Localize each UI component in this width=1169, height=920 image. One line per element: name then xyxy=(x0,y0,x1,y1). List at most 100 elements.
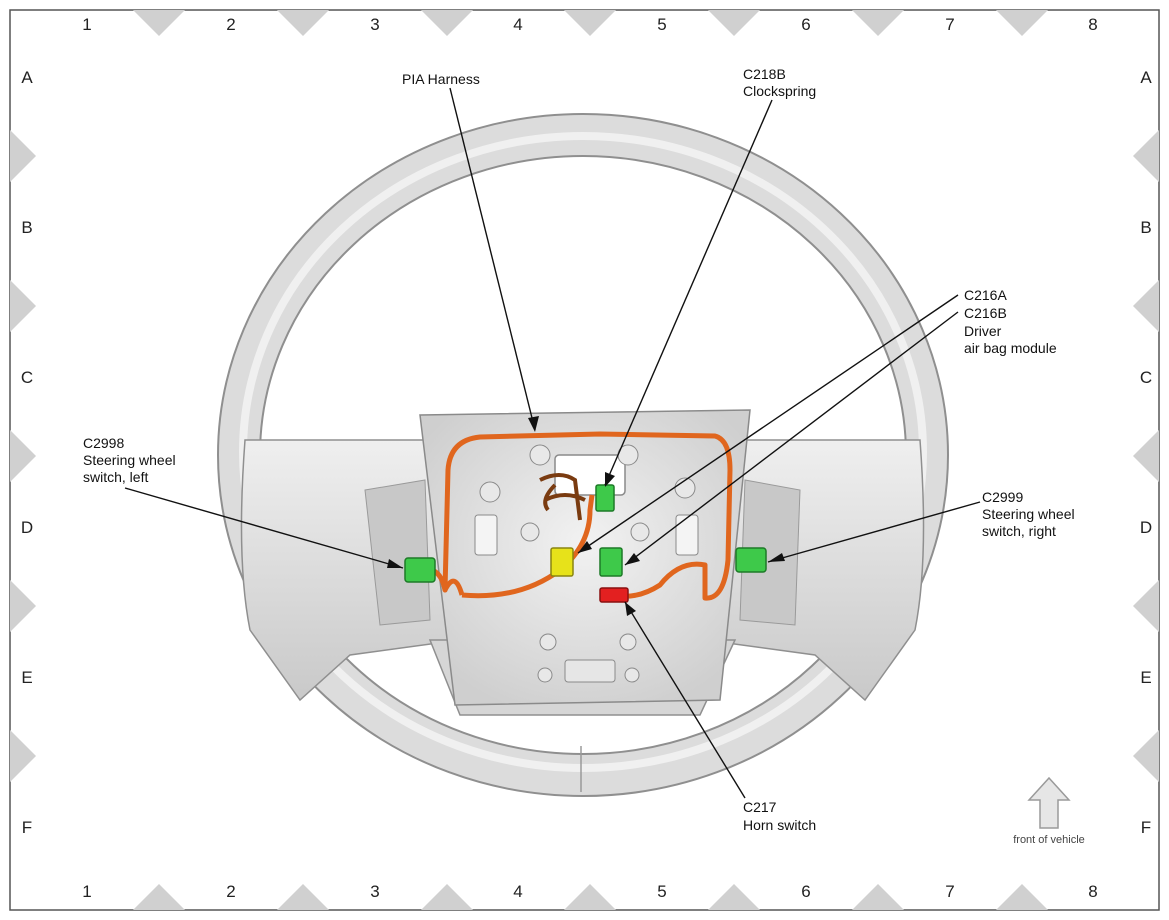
grid-marker xyxy=(1133,580,1159,632)
grid-column-labels-bottom: 1 2 3 4 5 6 7 8 xyxy=(82,882,1097,901)
grid-row-label: E xyxy=(21,668,32,687)
grid-row-label: C xyxy=(21,368,33,387)
leader-pia-harness xyxy=(449,87,536,431)
arrowhead xyxy=(768,553,785,562)
grid-row-label: F xyxy=(1141,818,1151,837)
grid-marker xyxy=(277,884,329,910)
callout-c217-desc: Horn switch xyxy=(743,817,816,833)
grid-marker xyxy=(1133,430,1159,482)
grid-col-label: 5 xyxy=(657,882,666,901)
grid-row-label: D xyxy=(1140,518,1152,537)
grid-marker xyxy=(852,884,904,910)
steering-wheel xyxy=(217,113,949,797)
arrowhead xyxy=(387,559,403,568)
grid-marker xyxy=(852,10,904,36)
grid-marker xyxy=(133,884,185,910)
callout-c2999-desc: Steering wheel xyxy=(982,506,1075,522)
grid-marker xyxy=(421,884,473,910)
grid-col-label: 7 xyxy=(945,15,954,34)
callout-c218b-id: C218B xyxy=(743,66,786,82)
c216a-connector xyxy=(550,547,574,577)
grid-row-label: A xyxy=(1140,68,1152,87)
callout-c216a-id: C216A xyxy=(964,287,1007,303)
leader-c218b xyxy=(604,99,773,486)
grid-marker xyxy=(277,10,329,36)
grid-marker xyxy=(1133,730,1159,782)
grid-row-label: E xyxy=(1140,668,1151,687)
hub-slot xyxy=(675,514,699,556)
grid-marker xyxy=(996,10,1048,36)
grid-row-label: B xyxy=(1140,218,1151,237)
leader-c216a xyxy=(577,294,959,554)
c218b-connector xyxy=(595,484,615,512)
grid-marker xyxy=(564,884,616,910)
callout-c2998-desc: Steering wheel xyxy=(83,452,176,468)
arrowhead xyxy=(578,541,592,553)
arrowhead xyxy=(625,553,640,565)
grid-col-label: 3 xyxy=(370,15,379,34)
front-of-vehicle-label: front of vehicle xyxy=(1013,834,1085,846)
grid-col-label: 4 xyxy=(513,15,522,34)
leader-c2998 xyxy=(124,487,404,569)
grid-col-label: 5 xyxy=(657,15,666,34)
callout-c2999-id: C2999 xyxy=(982,489,1023,505)
leader-c217 xyxy=(624,601,746,799)
hub-boss xyxy=(479,481,501,503)
hub-plate xyxy=(419,409,751,706)
grid-markers xyxy=(10,10,1159,910)
grid-row-label: C xyxy=(1140,368,1152,387)
grid-col-label: 7 xyxy=(945,882,954,901)
leader-c2999 xyxy=(767,501,981,563)
harness-wire xyxy=(419,431,733,601)
hub-boss xyxy=(630,522,650,542)
callout-c216b-id: C216B xyxy=(964,305,1007,321)
leader-arrowheads xyxy=(387,416,785,616)
wheel-rim-highlight xyxy=(239,132,927,772)
grid-col-label: 3 xyxy=(370,882,379,901)
grid-marker xyxy=(10,130,36,182)
grid-column-labels-top: 1 2 3 4 5 6 7 8 xyxy=(82,15,1097,34)
callout-c2999-desc: switch, right xyxy=(982,523,1056,539)
hub-boss xyxy=(537,667,553,683)
callout-c2998-id: C2998 xyxy=(83,435,124,451)
grid-row-labels-left: A B C D E F xyxy=(21,68,33,837)
grid-col-label: 1 xyxy=(82,882,91,901)
grid-marker xyxy=(564,10,616,36)
grid-row-label: B xyxy=(21,218,32,237)
grid-row-label: A xyxy=(21,68,33,87)
hub-boss xyxy=(539,633,557,651)
grid-col-label: 6 xyxy=(801,882,810,901)
hub-boss xyxy=(624,667,640,683)
hub-boss xyxy=(619,633,637,651)
left-switch-pad xyxy=(364,479,431,626)
callout-pia-harness: PIA Harness xyxy=(402,71,480,87)
grid-col-label: 8 xyxy=(1088,15,1097,34)
arrowhead xyxy=(625,602,636,616)
callout-labels: PIA Harness C218B Clockspring C216A C216… xyxy=(83,66,1075,833)
arrow-up-icon xyxy=(1027,776,1071,829)
right-switch-pad xyxy=(739,479,801,626)
c2998-connector xyxy=(404,557,436,583)
grid-marker xyxy=(10,580,36,632)
arrowhead xyxy=(605,472,615,487)
hub-boss xyxy=(520,522,540,542)
hub-slot xyxy=(474,514,498,556)
callout-c218b-desc: Clockspring xyxy=(743,83,816,99)
grid-col-label: 2 xyxy=(226,882,235,901)
harness-wire xyxy=(442,578,465,596)
grid-marker xyxy=(133,10,185,36)
callout-c217-id: C217 xyxy=(743,799,777,815)
grid-row-labels-right: A B C D E F xyxy=(1140,68,1152,837)
leader-lines xyxy=(124,87,981,799)
grid-col-label: 2 xyxy=(226,15,235,34)
grid-col-label: 8 xyxy=(1088,882,1097,901)
grid-row-label: F xyxy=(22,818,32,837)
clockspring-leads xyxy=(539,473,586,521)
grid-marker xyxy=(10,430,36,482)
hub-latch xyxy=(564,659,616,683)
grid-marker xyxy=(996,884,1048,910)
c217-connector xyxy=(599,587,629,603)
grid-marker xyxy=(421,10,473,36)
callout-c2998-desc: switch, left xyxy=(83,469,148,485)
